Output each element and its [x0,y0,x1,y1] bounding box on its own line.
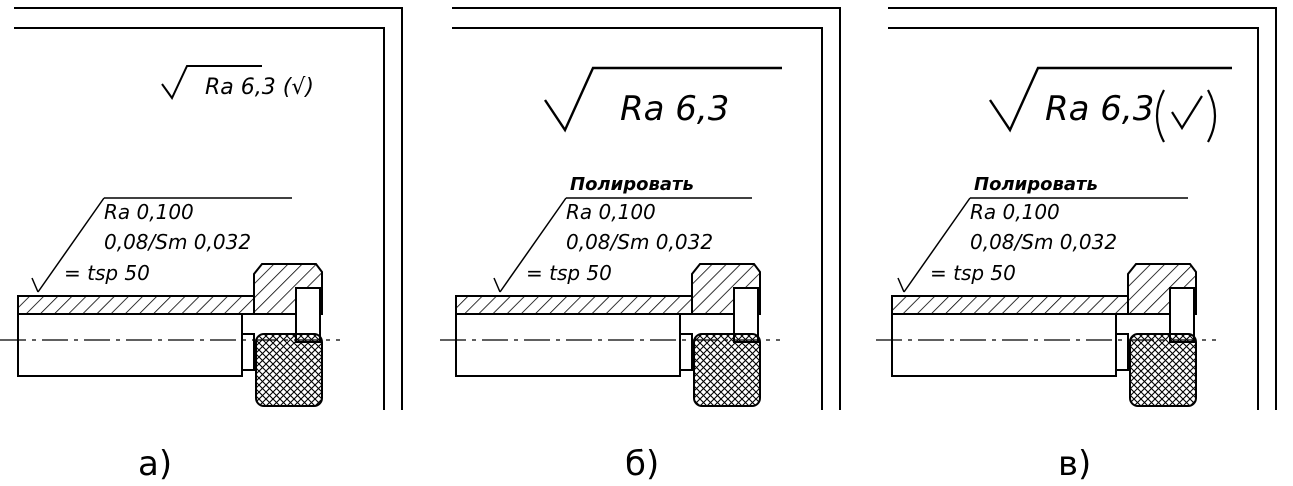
panel-caption: б) [625,444,659,484]
callout-line-1: Ra 0,100 [104,200,194,224]
callout-text: Ra 0,100 0,08/Sm 0,032 = tsp 50 [930,200,1117,285]
callout-line-3: = tsp 50 [64,261,150,285]
panel-caption: в) [1058,444,1091,484]
callout-line-2: 0,08/Sm 0,032 [566,230,713,254]
part-drawing [876,263,1216,407]
roughness-checkmark-icon [989,66,1232,133]
callout-leader [493,197,752,293]
callout-line-3: = tsp 50 [526,261,612,285]
general-roughness-mark: Ra 6,3 [544,66,782,133]
panel-b: Ra 6,3 Полировать Ra 0,100 0,08/Sm 0,032… [440,7,841,484]
panel-caption: а) [138,444,172,484]
drawing-frame [14,7,403,410]
general-roughness-mark: Ra 6,3 (√) [161,65,314,100]
parenthesized-checkmark-icon [1155,89,1217,143]
callout-line-1: Ra 0,100 [566,200,656,224]
callout-leader [31,197,292,293]
callout-line-3: = tsp 50 [930,261,1016,285]
surface-note: Полировать [974,174,1098,195]
general-mark-text: Ra 6,3 (√) [205,75,314,100]
callout-line-2: 0,08/Sm 0,032 [970,230,1117,254]
roughness-checkmark-icon [544,66,782,133]
part-drawing [440,263,780,407]
general-mark-text: Ra 6,3 [620,89,729,129]
part-drawing [0,263,340,407]
callout-leader [897,197,1188,293]
roughness-checkmark-icon [161,65,262,100]
surface-note: Полировать [570,174,694,195]
callout-text: Ra 0,100 0,08/Sm 0,032 = tsp 50 [64,200,251,285]
panel-v: Ra 6,3 Полировать Ra 0,100 0,08/Sm 0,032… [876,7,1277,484]
drawing-frame [452,7,841,410]
general-roughness-mark: Ra 6,3 [989,66,1232,143]
callout-line-2: 0,08/Sm 0,032 [104,230,251,254]
callout-text: Ra 0,100 0,08/Sm 0,032 = tsp 50 [526,200,713,285]
drawing-frame [888,7,1277,410]
panel-a: Ra 6,3 (√) Ra 0,100 0,08/Sm 0,032 = tsp … [0,7,403,484]
callout-line-1: Ra 0,100 [970,200,1060,224]
general-mark-text: Ra 6,3 [1045,89,1154,129]
